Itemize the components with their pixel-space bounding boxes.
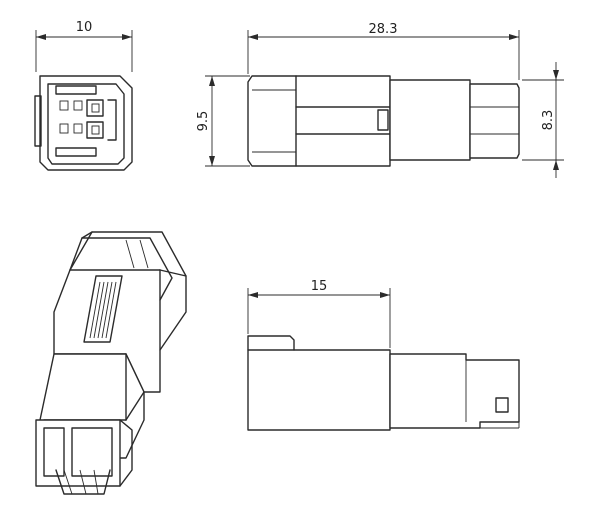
side-view: [247, 335, 520, 431]
dimension-label-overall-length: 28.3: [369, 22, 398, 37]
dimension-tail-height: 8.3: [522, 62, 564, 178]
dimension-body-height: 9.5: [196, 75, 250, 167]
dimension-front-width: 10: [35, 20, 133, 72]
dimension-label-tail-height: 8.3: [541, 110, 556, 131]
dimension-label-front-width: 10: [76, 20, 93, 35]
dimension-latch-length: 15: [247, 279, 391, 348]
dimension-overall-length: 28.3: [247, 22, 520, 80]
top-view: [247, 75, 520, 167]
front-view: [34, 75, 133, 171]
isometric-view: [35, 231, 187, 495]
dimension-label-body-height: 9.5: [196, 111, 211, 132]
dimension-label-latch-length: 15: [311, 279, 328, 294]
